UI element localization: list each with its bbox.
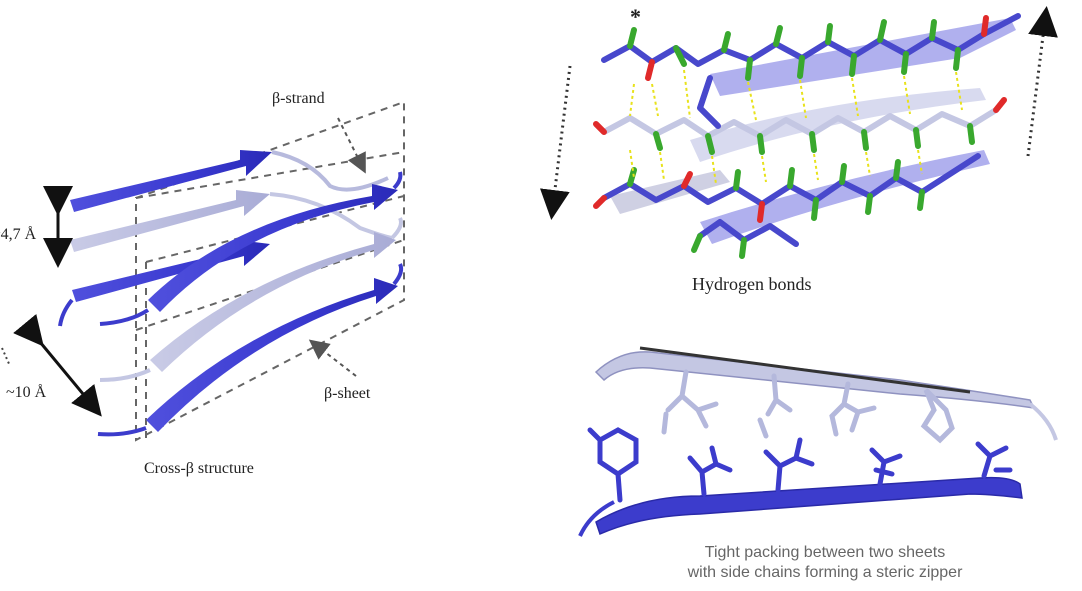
hb-dashes [629,69,963,185]
upper-side-chains [661,369,955,444]
hb-atoms [593,15,1007,259]
sheet-callout-arrow [308,339,357,377]
beta-strand-label: β-strand [272,90,325,107]
beta-sheet-label: β-sheet [324,385,371,402]
distance-arrow [13,313,102,417]
antiparallel-arrow-up [1026,6,1058,157]
hb-ribbon-top [710,18,1016,96]
antiparallel-arrow-down [540,65,572,220]
hb-ribbon-bottom [700,150,990,244]
hb-ribbon-middle [690,88,986,162]
cross-beta-caption: Cross-β structure [144,460,254,477]
upper-sheet [594,351,1036,409]
steric-zipper-panel [578,346,1058,537]
asterisk-marker: * [630,4,641,29]
sheet-distance-label: ~10 Å [6,384,47,401]
steric-zipper-caption-line1: Tight packing between two sheets [704,544,946,561]
lower-side-chains [587,427,1013,503]
hydrogen-bonds-caption: Hydrogen bonds [692,274,812,294]
strand-third-dark [58,240,270,327]
strand-top-dark [70,150,389,212]
cross-beta-panel [1,100,405,442]
front-strand-3 [97,263,404,437]
steric-zipper-caption-line2: with side chains forming a steric zipper [687,564,963,581]
lower-sheet [595,476,1023,536]
strand-spacing-label: ~4,7 Å [0,226,37,243]
strand-callout-arrow [337,117,366,174]
left-dotted-mark [1,347,11,367]
front-strand-2 [99,217,403,382]
front-strand-1 [99,171,403,326]
hydrogen-bonds-panel [540,6,1058,259]
